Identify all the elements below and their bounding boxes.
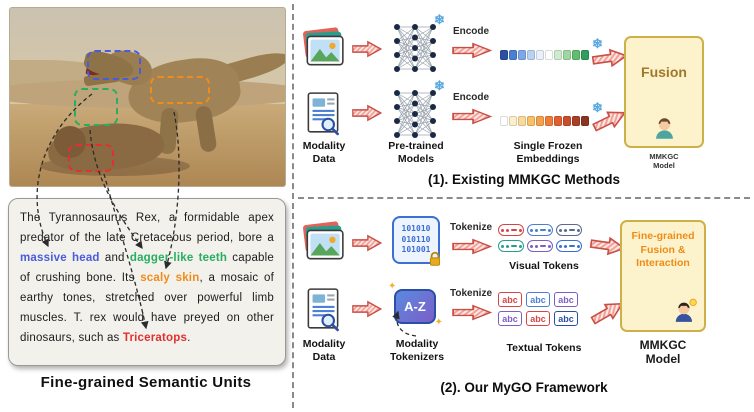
embedding-segment <box>536 116 544 126</box>
visual-token <box>556 240 582 252</box>
embedding-segment <box>545 116 553 126</box>
visual-token <box>498 224 524 236</box>
frozen-icon: ❄ <box>592 100 603 115</box>
embedding-segment <box>563 50 571 60</box>
textual-tokens-label: Textual Tokens <box>506 342 582 354</box>
visual-tokens-label: Visual Tokens <box>509 260 579 272</box>
frozen-icon: ❄ <box>434 12 445 27</box>
embedding-segment <box>509 116 517 126</box>
tokenizer-pointer-arrow <box>392 310 417 337</box>
embedding-segment <box>536 50 544 60</box>
flow-arrow <box>352 105 382 121</box>
pretrained-model-icon <box>394 90 436 138</box>
fine-grained-fusion-box: Fine-grained Fusion & Interaction <box>620 220 706 332</box>
embedding-segment <box>554 116 562 126</box>
binary-text: 101010 010110 101001 <box>401 223 431 255</box>
pretrained-models-label: Pre-trained Models <box>388 140 444 165</box>
encode-label: Encode <box>452 26 490 37</box>
single-frozen-embeddings-label: Single Frozen Embeddings <box>513 140 583 165</box>
dinosaur-photo <box>10 8 285 186</box>
head-bounding-box <box>87 50 141 80</box>
teeth-bounding-box <box>74 88 118 126</box>
textual-token: abc <box>526 311 550 326</box>
text-modality-icon <box>307 288 339 332</box>
visual-token <box>556 224 582 236</box>
flow-arrow <box>352 301 382 317</box>
embedding-segment <box>572 50 580 60</box>
image-modality-icon <box>303 27 344 66</box>
flow-arrow <box>352 41 382 57</box>
embedding-segment <box>581 116 589 126</box>
sparkle-icon: ✦ <box>434 317 443 328</box>
embedding-segment <box>500 50 508 60</box>
embedding-segment <box>572 116 580 126</box>
textual-token: abc <box>526 292 550 307</box>
mmkgc-model-label: MMKGC Model <box>639 338 687 367</box>
tokenize-label: Tokenize <box>449 288 493 299</box>
sparkle-icon: ✦ <box>388 281 397 292</box>
textual-tokenizer-icon: A-Z ✦ ✦ <box>388 281 443 330</box>
textual-token: abc <box>554 292 578 307</box>
visual-token <box>527 224 553 236</box>
az-label: A-Z <box>394 288 436 324</box>
text-modality-icon <box>307 92 339 136</box>
embedding-segment <box>527 50 535 60</box>
embedding-segment <box>527 116 535 126</box>
dino-description: The Tyrannosaurus Rex, a formidable apex… <box>20 212 274 344</box>
visual-tokens <box>498 224 594 256</box>
encode-label: Encode <box>452 92 490 103</box>
mmkgc-model-icon <box>675 298 697 322</box>
embedding-segment <box>581 50 589 60</box>
frozen-icon: ❄ <box>592 36 603 51</box>
lock-icon <box>429 251 441 266</box>
section2-caption: (2). Our MyGO Framework <box>440 380 608 395</box>
visual-token <box>527 240 553 252</box>
tokenize-label: Tokenize <box>449 222 493 233</box>
textual-token: abc <box>498 311 522 326</box>
visual-token <box>498 240 524 252</box>
dino-description-box: The Tyrannosaurus Rex, a formidable apex… <box>8 198 286 366</box>
mmkgc-model-label: MMKGC Model <box>649 152 679 171</box>
fusion-label: Fusion <box>641 64 687 80</box>
encode-arrow <box>452 108 492 125</box>
frozen-icon: ❄ <box>434 78 445 93</box>
embedding-segment <box>518 116 526 126</box>
section1-caption: (1). Existing MMKGC Methods <box>428 172 620 187</box>
pretrained-model-icon <box>394 24 436 72</box>
flow-arrow <box>352 235 382 251</box>
text-embedding-bar <box>500 116 589 126</box>
embedding-segment <box>563 116 571 126</box>
modality-data-label: Modality Data <box>302 338 346 363</box>
textual-token: abc <box>554 311 578 326</box>
modality-data-label: Modality Data <box>302 140 346 165</box>
mmkgc-model-icon <box>656 118 673 139</box>
embedding-segment <box>500 116 508 126</box>
vertical-divider <box>292 4 294 408</box>
embedding-segment <box>518 50 526 60</box>
tokenize-arrow <box>452 238 492 255</box>
visual-embedding-bar <box>500 50 589 60</box>
fine-grained-fusion-label: Fine-grained Fusion & Interaction <box>631 230 695 270</box>
textual-token: abc <box>498 292 522 307</box>
visual-tokenizer-icon: 101010 010110 101001 <box>392 216 441 266</box>
skin-bounding-box <box>150 76 210 104</box>
embedding-segment <box>554 50 562 60</box>
modality-tokenizers-label: Modality Tokenizers <box>389 338 445 363</box>
left-caption: Fine-grained Semantic Units <box>40 374 252 391</box>
horizontal-divider <box>298 197 750 199</box>
embedding-segment <box>509 50 517 60</box>
encode-arrow <box>452 42 492 59</box>
tokenize-arrow <box>452 304 492 321</box>
image-modality-icon <box>303 221 344 260</box>
embedding-segment <box>545 50 553 60</box>
prey-bounding-box <box>68 144 114 172</box>
